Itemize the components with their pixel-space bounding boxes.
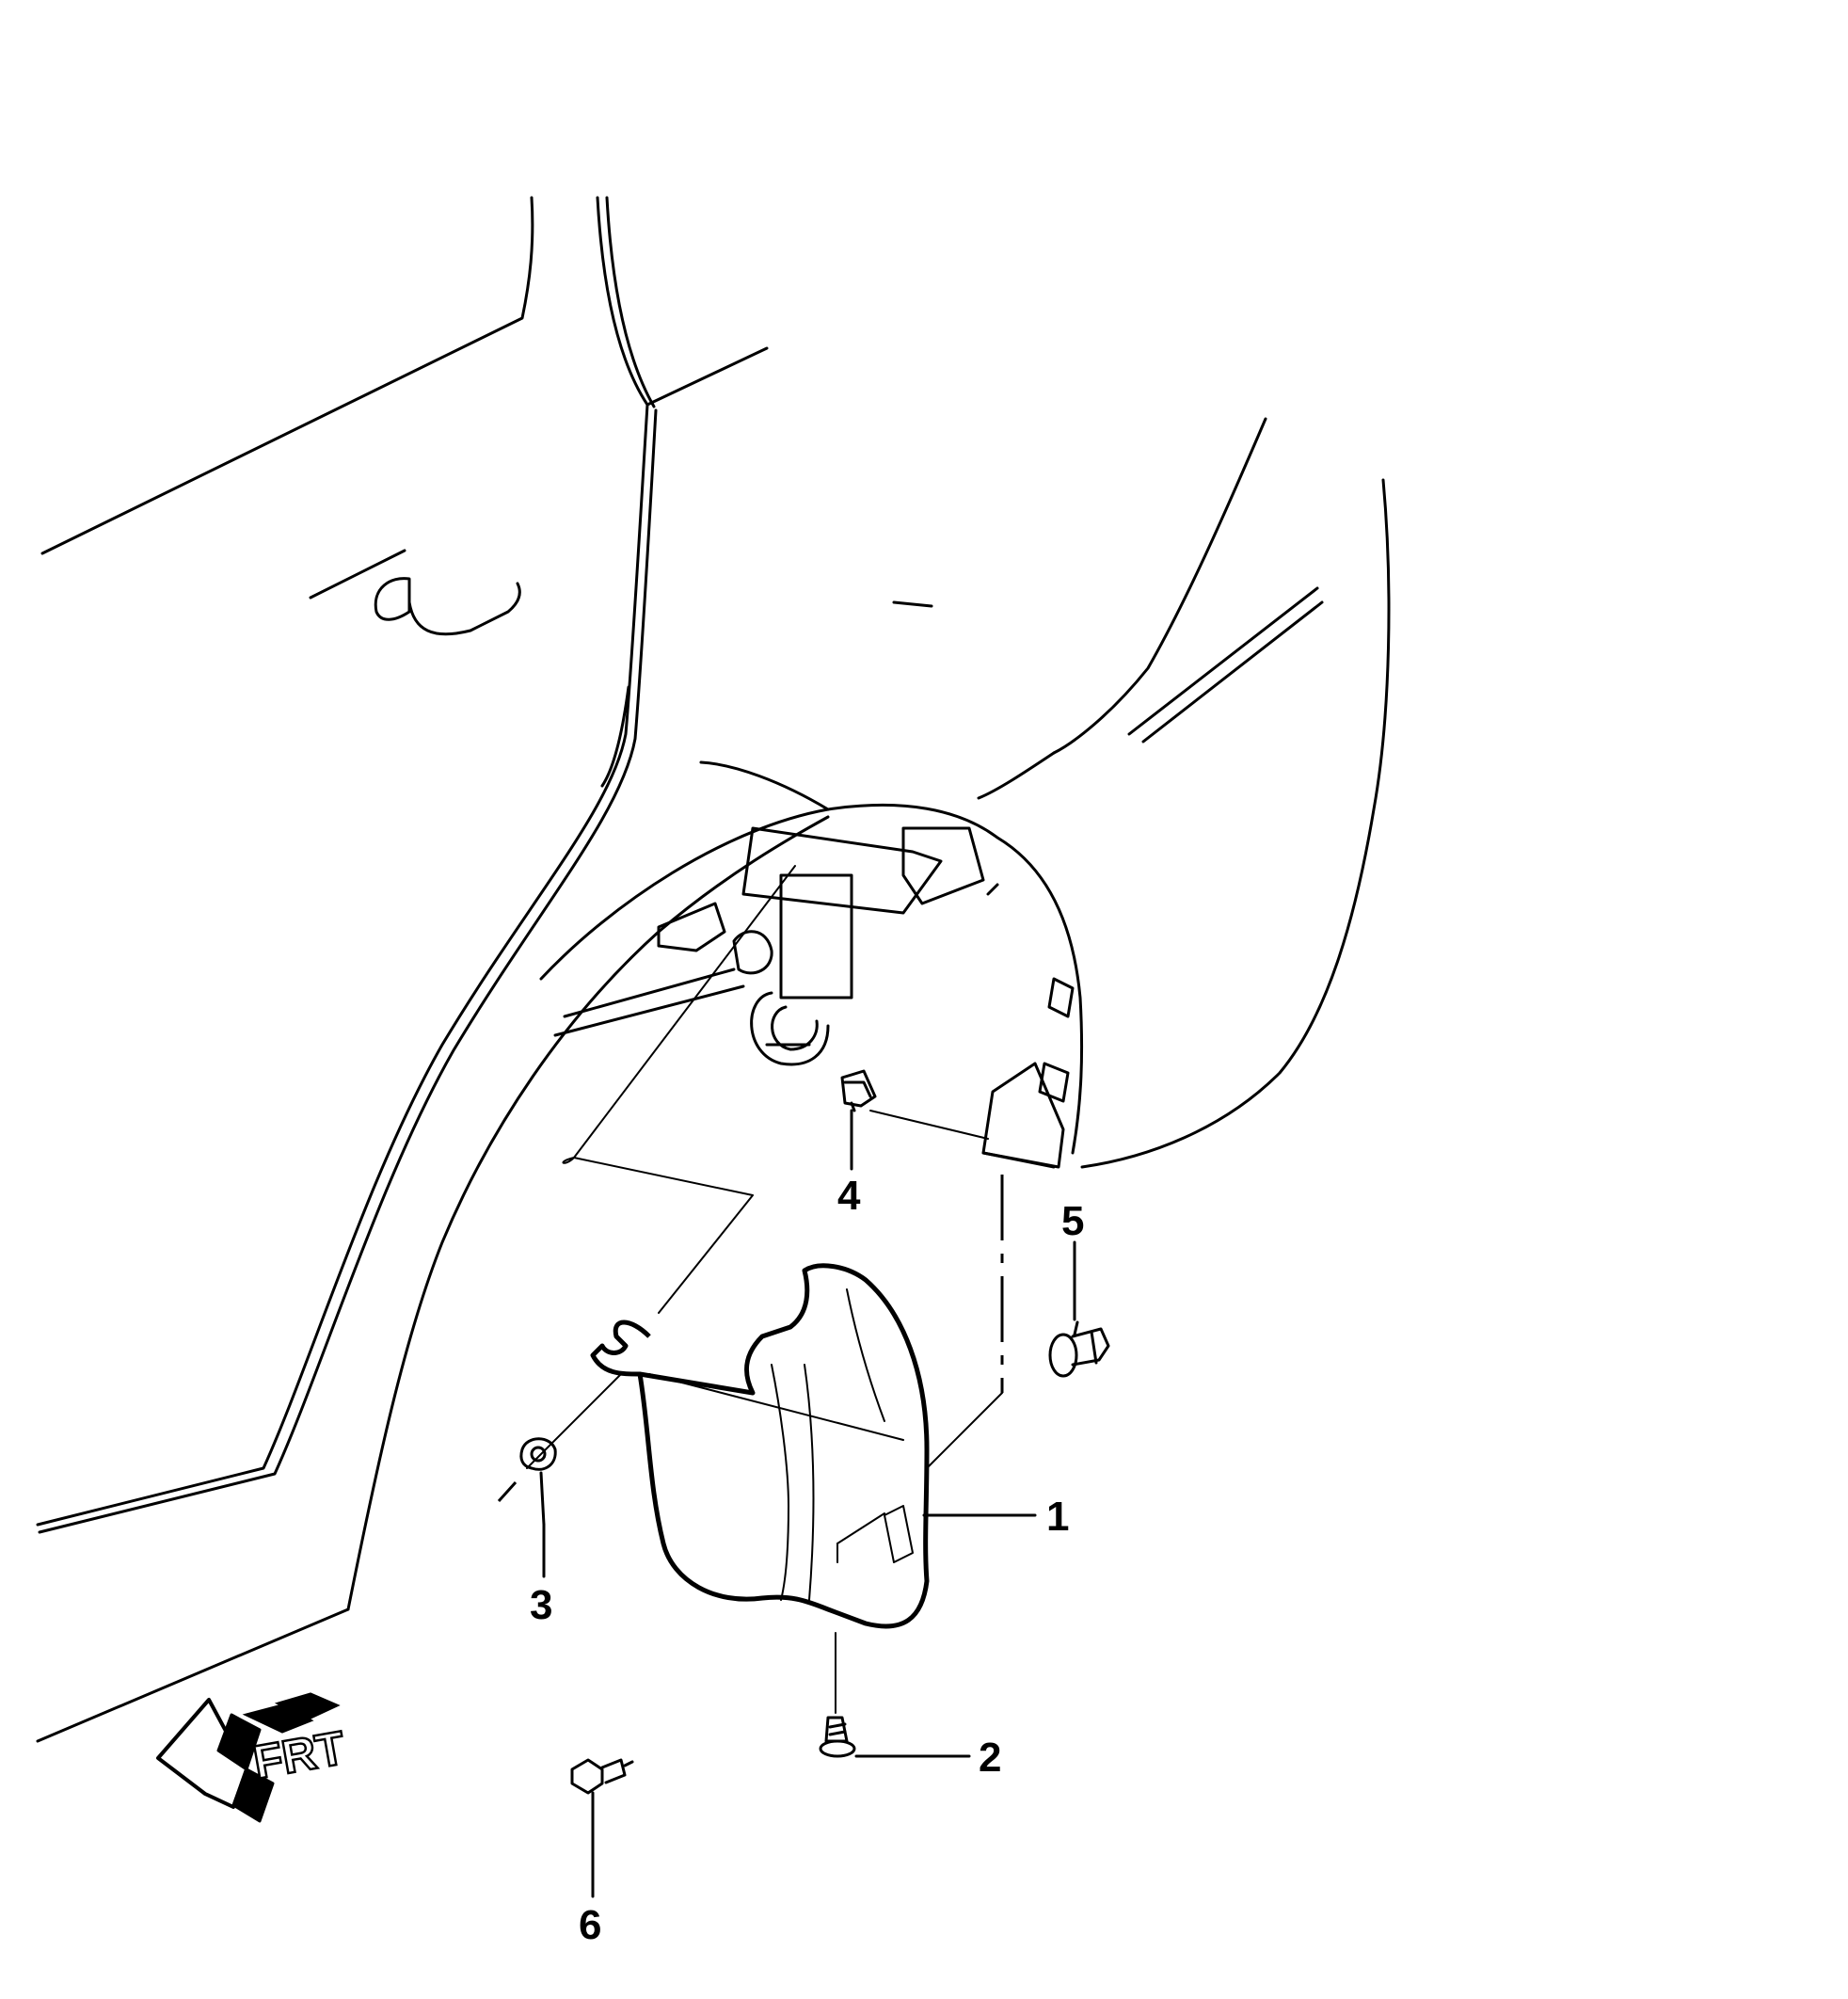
nut-part-3 [519, 1437, 557, 1527]
callout-6: 6 [579, 1902, 601, 1948]
frt-label: FRT [249, 1721, 348, 1789]
clip-nut-part-4 [840, 1069, 877, 1169]
retainer-part-5 [1048, 1320, 1110, 1378]
callout-1: 1 [1046, 1494, 1069, 1540]
callout-5: 5 [1061, 1198, 1084, 1244]
front-direction-arrow-icon [156, 1692, 341, 1823]
callout-2: 2 [979, 1735, 1001, 1781]
vehicle-body-outline [36, 196, 1391, 1743]
bolt-part-6 [570, 1758, 634, 1884]
door-handle [309, 549, 521, 636]
callout-3: 3 [530, 1582, 552, 1628]
screw-part-2 [819, 1716, 856, 1758]
callout-leaders [542, 1165, 1076, 1898]
wheel-well-inner-structure [553, 826, 1075, 1169]
front-direction-indicator: FRT [156, 1692, 350, 1823]
splash-shield-part-1 [590, 1263, 930, 1629]
callout-4: 4 [837, 1173, 861, 1219]
callout-labels: 1 2 3 4 5 6 [530, 1173, 1084, 1948]
